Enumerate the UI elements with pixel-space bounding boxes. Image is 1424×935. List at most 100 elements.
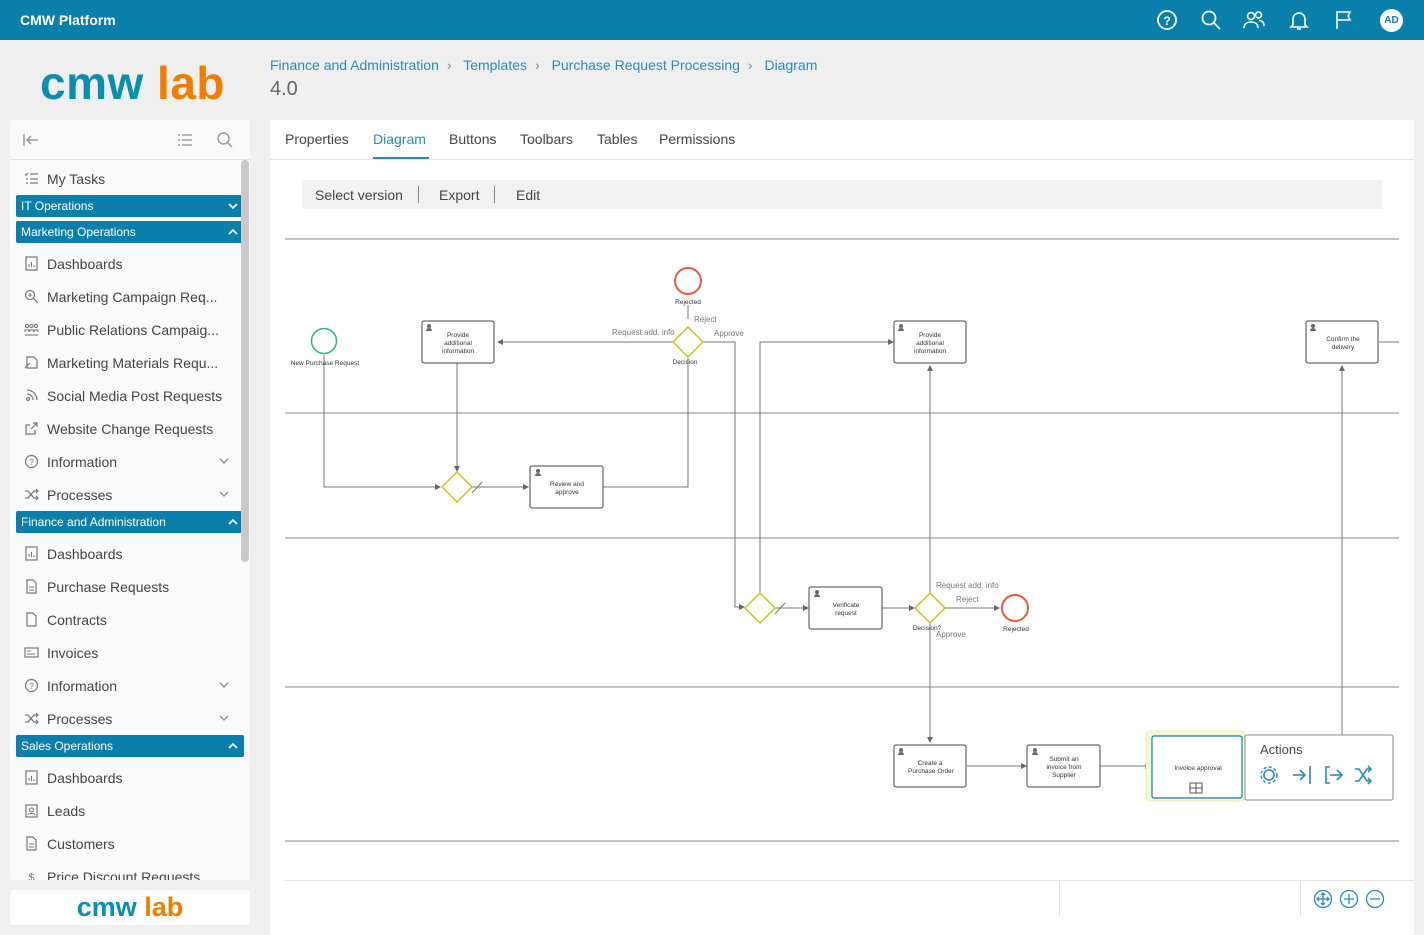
svg-text:request: request — [835, 610, 857, 617]
help-icon[interactable]: ? — [1155, 8, 1179, 32]
tab-toolbars[interactable]: Toolbars — [520, 131, 573, 147]
tab-permissions[interactable]: Permissions — [659, 131, 736, 147]
breadcrumb-item[interactable]: Finance and Administration — [270, 57, 439, 73]
bell-icon[interactable] — [1287, 8, 1311, 32]
flow-label: Request add. info — [936, 581, 999, 590]
edit-button[interactable]: Edit — [516, 187, 541, 203]
top-bar: CMW Platform ? AD — [0, 0, 1424, 40]
gateway-label: Decision — [673, 359, 698, 366]
shuffle-icon[interactable] — [1355, 765, 1373, 785]
sidebar: My Tasks IT Operations Marketing Operati… — [10, 120, 250, 880]
gear-icon[interactable] — [1260, 766, 1278, 784]
connectors — [323, 305, 1399, 769]
sidebar-item-website-change[interactable]: Website Change Requests — [10, 412, 250, 445]
document-edit-icon — [24, 356, 38, 369]
question-icon: ? — [24, 678, 39, 693]
sidebar-scrollbar[interactable] — [241, 160, 249, 562]
svg-text:delivery: delivery — [1332, 344, 1355, 351]
sidebar-group-finance[interactable]: Finance and Administration — [16, 511, 244, 533]
sign-in-icon[interactable] — [1293, 766, 1311, 784]
app-title: CMW Platform — [20, 12, 116, 28]
logo[interactable]: cmw lab — [40, 57, 226, 109]
sidebar-item-dashboards[interactable]: Dashboards — [10, 761, 250, 794]
svg-text:Review and: Review and — [550, 481, 584, 488]
breadcrumb-item[interactable]: Diagram — [764, 57, 818, 73]
search-icon[interactable] — [216, 131, 234, 149]
svg-text:Provide: Provide — [447, 332, 469, 339]
start-event[interactable] — [310, 327, 338, 355]
sidebar-group-sales[interactable]: Sales Operations — [16, 735, 244, 757]
process-diagram[interactable]: New Purchase Request Rejected Rejected D… — [270, 120, 1414, 880]
gateway-label: Decision? — [913, 625, 942, 632]
zoom-divider — [1059, 881, 1060, 916]
actions-popup[interactable]: Actions — [1244, 734, 1394, 801]
sign-out-icon[interactable] — [1325, 766, 1344, 784]
sidebar-item-price-discount[interactable]: $ Price Discount Requests — [10, 860, 250, 880]
end-event-rejected[interactable] — [674, 267, 702, 295]
sidebar-item-contracts[interactable]: Contracts — [10, 603, 250, 636]
svg-text:Verificate: Verificate — [833, 602, 860, 609]
merge-gateway[interactable] — [440, 470, 474, 504]
chevron-up-icon — [228, 742, 238, 749]
chevron-down-icon — [219, 682, 229, 688]
task-create-po[interactable]: Create a Purchase Order — [893, 744, 967, 788]
breadcrumb-item[interactable]: Purchase Request Processing — [551, 57, 740, 73]
dashboard-icon — [25, 770, 38, 785]
users-icon[interactable] — [1242, 8, 1266, 32]
sidebar-item-my-tasks[interactable]: My Tasks — [10, 162, 250, 195]
breadcrumb-item[interactable]: Templates — [463, 57, 527, 73]
sidebar-item-processes[interactable]: Processes — [10, 478, 250, 511]
task-provide-info[interactable]: Provide additional information — [893, 320, 967, 364]
merge-gateway[interactable] — [743, 591, 777, 625]
sidebar-group-it-operations[interactable]: IT Operations — [16, 195, 244, 217]
sidebar-item-information[interactable]: ? Information — [10, 445, 250, 478]
sidebar-item-processes[interactable]: Processes — [10, 702, 250, 735]
task-verificate-request[interactable]: Verificate request — [808, 586, 883, 630]
task-submit-invoice[interactable]: Submit an invoice from Supplier — [1026, 744, 1101, 788]
breadcrumb: Finance and Administration› Templates› P… — [270, 57, 818, 73]
sidebar-item-leads[interactable]: Leads — [10, 794, 250, 827]
task-review-approve[interactable]: Review and approve — [529, 465, 604, 509]
tab-tables[interactable]: Tables — [597, 131, 638, 147]
sidebar-item-public-relations[interactable]: Public Relations Campaig... — [10, 313, 250, 346]
list-icon[interactable] — [176, 131, 194, 149]
sidebar-item-dashboards[interactable]: Dashboards — [10, 247, 250, 280]
zoom-in-icon[interactable] — [1339, 889, 1359, 909]
zoom-out-icon[interactable] — [1365, 889, 1385, 909]
default-flow-mark — [774, 602, 786, 615]
end-event-rejected[interactable] — [1001, 594, 1029, 622]
fit-view-icon[interactable] — [1313, 889, 1333, 909]
flag-icon[interactable] — [1332, 8, 1356, 32]
footer-logo: cmw lab — [10, 890, 250, 925]
svg-text:approve: approve — [555, 489, 579, 496]
decision-gateway[interactable] — [671, 325, 705, 359]
chevron-up-icon — [228, 518, 238, 525]
sidebar-item-dashboards[interactable]: Dashboards — [10, 537, 250, 570]
tab-diagram[interactable]: Diagram — [373, 131, 426, 147]
collapse-sidebar-icon[interactable] — [22, 131, 40, 149]
sidebar-group-marketing-operations[interactable]: Marketing Operations — [16, 221, 244, 243]
sidebar-item-information[interactable]: ? Information — [10, 669, 250, 702]
export-button[interactable]: Export — [439, 187, 480, 203]
sidebar-item-marketing-materials[interactable]: Marketing Materials Requ... — [10, 346, 250, 379]
svg-text:additional: additional — [916, 340, 944, 347]
tab-properties[interactable]: Properties — [285, 131, 349, 147]
task-provide-info[interactable]: Provide additional information — [421, 320, 495, 364]
sidebar-item-purchase-requests[interactable]: Purchase Requests — [10, 570, 250, 603]
decision-gateway[interactable] — [913, 591, 947, 625]
sidebar-item-marketing-campaign[interactable]: Marketing Campaign Req... — [10, 280, 250, 313]
svg-text:invoice from: invoice from — [1046, 764, 1081, 771]
tab-buttons[interactable]: Buttons — [449, 131, 497, 147]
select-version-button[interactable]: Select version — [315, 187, 403, 203]
task-confirm-delivery[interactable]: Confirm the delivery — [1305, 320, 1379, 364]
active-tab-indicator — [373, 157, 429, 159]
sidebar-item-social-media[interactable]: Social Media Post Requests — [10, 379, 250, 412]
svg-text:Invoice approval: Invoice approval — [1174, 765, 1222, 772]
task-invoice-approval[interactable]: Invoice approval — [1145, 730, 1246, 802]
avatar[interactable]: AD — [1380, 9, 1403, 32]
sidebar-item-invoices[interactable]: Invoices — [10, 636, 250, 669]
end-event-label: Rejected — [675, 299, 701, 306]
sidebar-item-customers[interactable]: Customers — [10, 827, 250, 860]
file-icon — [26, 612, 37, 627]
search-icon[interactable] — [1199, 8, 1223, 32]
